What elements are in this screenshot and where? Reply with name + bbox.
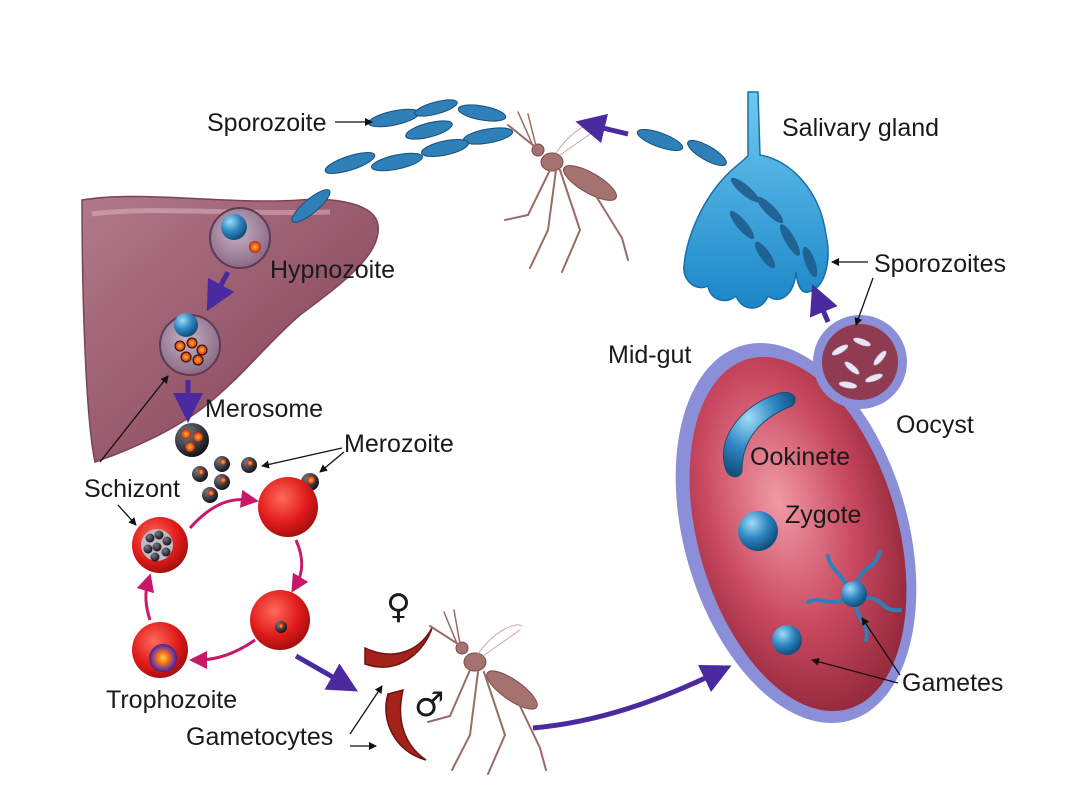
salivary-gland <box>683 91 829 309</box>
gland-to-mosquito-arrow <box>575 113 629 144</box>
gamete-female <box>772 625 802 655</box>
label-ookinete: Ookinete <box>750 443 850 471</box>
rbc-trophozoite <box>132 622 188 678</box>
oocyst-to-gland-arrow <box>809 284 838 323</box>
label-hypnozoite: Hypnozoite <box>270 256 395 284</box>
label-salivary-gland: Salivary gland <box>782 114 939 142</box>
male-symbol: ♂ <box>414 685 444 725</box>
to-midgut-arrow <box>532 665 732 731</box>
label-sporozoites: Sporozoites <box>874 250 1006 278</box>
label-oocyst: Oocyst <box>896 411 974 439</box>
label-sporozoite: Sporozoite <box>207 109 327 137</box>
sporozoite-stream <box>291 99 514 223</box>
rbc-merozoite-infected <box>258 477 318 537</box>
leader-lines <box>99 118 901 750</box>
ookinete <box>722 391 796 478</box>
rbc-ring <box>250 590 310 650</box>
zygote <box>738 511 778 551</box>
mosquito-top-icon <box>504 111 629 273</box>
liver-flow-arrows <box>173 270 235 423</box>
erythrocytic-cycle-arrows <box>136 489 309 669</box>
gamete-male <box>806 550 902 642</box>
gametocyte-male <box>385 688 427 761</box>
rbc-schizont <box>132 517 188 573</box>
mosquito-bottom-icon <box>427 609 547 775</box>
label-merosome: Merosome <box>205 395 323 423</box>
sporozoites-to-mosquito <box>636 128 727 167</box>
labels: Sporozoite Salivary gland Hypnozoite Spo… <box>84 109 1006 751</box>
label-mid-gut: Mid-gut <box>608 341 691 369</box>
gametocyte-female <box>364 627 433 668</box>
label-zygote: Zygote <box>785 501 861 529</box>
label-gametocytes: Gametocytes <box>186 723 333 751</box>
label-trophozoite: Trophozoite <box>106 686 237 714</box>
label-merozoite: Merozoite <box>344 430 454 458</box>
merosome <box>175 423 209 457</box>
merozoites <box>192 456 319 503</box>
gametocyte-arrow <box>294 653 359 692</box>
label-schizont: Schizont <box>84 475 180 503</box>
label-gametes: Gametes <box>902 669 1003 697</box>
female-symbol: ♀ <box>386 587 411 627</box>
hepatocyte-hypnozoite <box>209 207 271 269</box>
hepatocyte-schizont <box>159 313 221 376</box>
oocyst <box>813 315 907 409</box>
